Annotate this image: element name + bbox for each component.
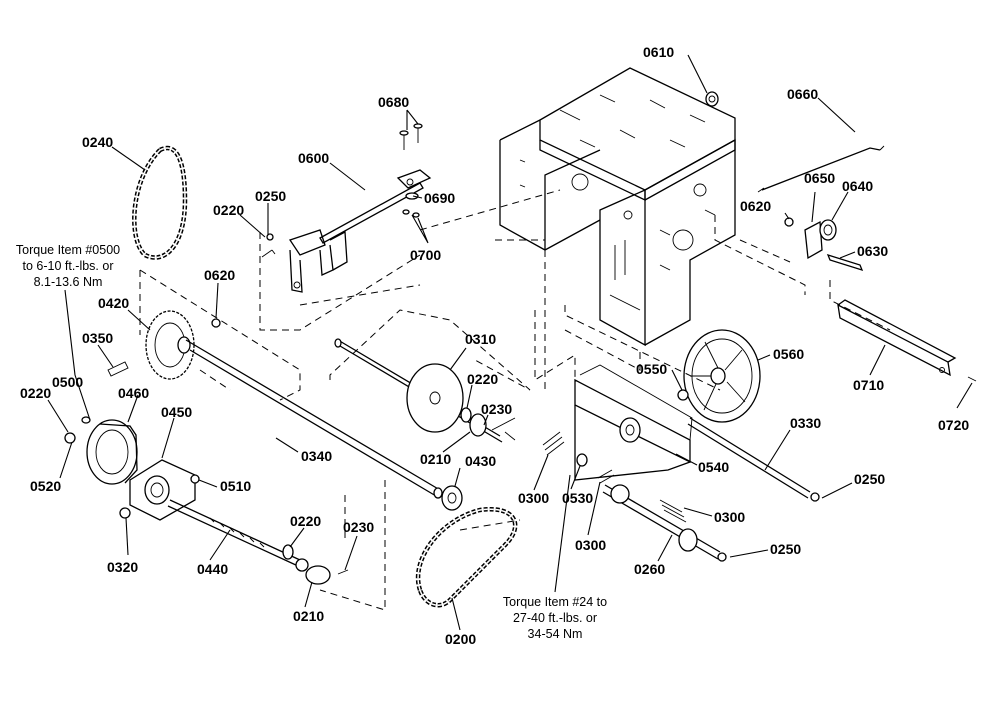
label-0650: 0650 <box>804 170 835 186</box>
label-0250-b: 0250 <box>854 471 885 487</box>
label-0460: 0460 <box>118 385 149 401</box>
drive-plate <box>574 364 693 481</box>
label-0620-a: 0620 <box>204 267 235 283</box>
leader-lines <box>47 54 973 631</box>
sprocket-and-shaft <box>107 310 463 511</box>
drive-hub-assembly <box>64 416 349 585</box>
torque-note-24: Torque Item #24 to 27-40 ft.-lbs. or 34-… <box>503 595 607 641</box>
label-0340: 0340 <box>301 448 332 464</box>
brace-bar <box>837 299 977 382</box>
knob-and-rod <box>705 91 885 193</box>
label-0660: 0660 <box>787 86 818 102</box>
label-0550: 0550 <box>636 361 667 377</box>
dashed-guides <box>139 189 891 611</box>
label-0240: 0240 <box>82 134 113 150</box>
label-0220-d: 0220 <box>467 371 498 387</box>
label-0250-c: 0250 <box>770 541 801 557</box>
shaft-0330 <box>687 417 820 502</box>
label-0690: 0690 <box>424 190 455 206</box>
label-0630: 0630 <box>857 243 888 259</box>
label-0710: 0710 <box>853 377 884 393</box>
label-0520: 0520 <box>30 478 61 494</box>
label-0720: 0720 <box>938 417 969 433</box>
label-0600: 0600 <box>298 150 329 166</box>
frame-housing <box>499 67 736 347</box>
label-0420: 0420 <box>98 295 129 311</box>
label-0200: 0200 <box>445 631 476 647</box>
torque-note-0500: Torque Item #0500 to 6-10 ft.-lbs. or 8.… <box>16 243 120 289</box>
label-0450: 0450 <box>161 404 192 420</box>
label-0510: 0510 <box>220 478 251 494</box>
label-0300-a: 0300 <box>518 490 549 506</box>
chain-0200 <box>415 506 518 608</box>
label-0640: 0640 <box>842 178 873 194</box>
label-0620-b: 0620 <box>740 198 771 214</box>
label-0560: 0560 <box>773 346 804 362</box>
label-0500: 0500 <box>52 374 83 390</box>
label-0320: 0320 <box>107 559 138 575</box>
label-0220-b: 0220 <box>20 385 51 401</box>
label-0250-a: 0250 <box>255 188 286 204</box>
chain-0240 <box>132 145 188 260</box>
label-0310: 0310 <box>465 331 496 347</box>
shaft-0260 <box>542 431 727 562</box>
torque-note-24-line3: 34-54 Nm <box>528 627 583 641</box>
label-0210-b: 0210 <box>420 451 451 467</box>
label-0300-c: 0300 <box>714 509 745 525</box>
label-0220-c: 0220 <box>290 513 321 529</box>
torque-note-0500-line2: to 6-10 ft.-lbs. or <box>22 259 113 273</box>
label-0330: 0330 <box>790 415 821 431</box>
drive-wheel-0560 <box>677 329 761 423</box>
label-0260: 0260 <box>634 561 665 577</box>
shift-arm <box>288 169 432 293</box>
label-0230-b: 0230 <box>481 401 512 417</box>
label-0430: 0430 <box>465 453 496 469</box>
label-0300-b: 0300 <box>575 537 606 553</box>
label-0220-a: 0220 <box>213 202 244 218</box>
label-0230-a: 0230 <box>343 519 374 535</box>
idler-assembly <box>784 217 864 272</box>
label-0210-a: 0210 <box>293 608 324 624</box>
label-0610: 0610 <box>643 44 674 60</box>
shift-hardware <box>261 123 423 258</box>
torque-note-24-line1: Torque Item #24 to <box>503 595 607 609</box>
torque-note-0500-line1: Torque Item #0500 <box>16 243 120 257</box>
label-0680: 0680 <box>378 94 409 110</box>
label-0530: 0530 <box>562 490 593 506</box>
friction-disc-shaft <box>334 338 516 443</box>
label-0540: 0540 <box>698 459 729 475</box>
label-0700: 0700 <box>410 247 441 263</box>
label-0440: 0440 <box>197 561 228 577</box>
part-labels: 0610 0660 0680 0600 0240 0250 0220 0690 … <box>20 44 969 647</box>
label-0350: 0350 <box>82 330 113 346</box>
torque-note-24-line2: 27-40 ft.-lbs. or <box>513 611 597 625</box>
torque-note-0500-line3: 8.1-13.6 Nm <box>34 275 103 289</box>
